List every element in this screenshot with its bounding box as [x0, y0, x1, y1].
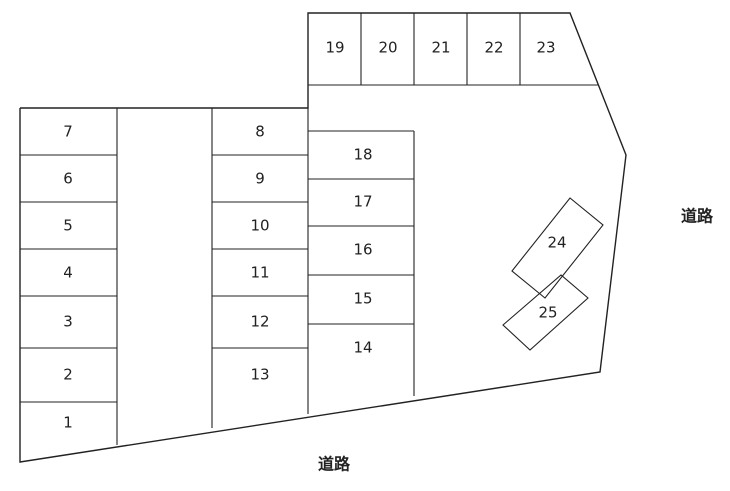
stall-8: 8 — [255, 123, 265, 141]
stall-24-outline — [511, 197, 604, 299]
lot-boundary — [19, 12, 627, 463]
stall-19: 19 — [325, 39, 344, 57]
left-column-stalls — [20, 108, 118, 445]
stall-10: 10 — [250, 217, 269, 235]
road-label-right: 道路 — [681, 207, 714, 226]
stall-17: 17 — [353, 193, 372, 211]
stall-12: 12 — [250, 313, 269, 331]
road-label-bottom: 道路 — [318, 455, 351, 474]
stall-2: 2 — [63, 366, 73, 384]
stall-18: 18 — [353, 146, 372, 164]
stall-3: 3 — [63, 313, 73, 331]
top-row-stalls — [360, 13, 521, 85]
inner-column-stalls — [308, 130, 415, 396]
stall-1: 1 — [63, 414, 73, 432]
stall-7: 7 — [63, 123, 73, 141]
stall-5: 5 — [63, 217, 73, 235]
stall-23: 23 — [536, 39, 555, 57]
stall-25: 25 — [538, 304, 557, 322]
stall-16: 16 — [353, 241, 372, 259]
middle-column-stalls — [211, 108, 309, 428]
stall-11: 11 — [250, 264, 269, 282]
stall-6: 6 — [63, 170, 73, 188]
stall-20: 20 — [378, 39, 397, 57]
stall-9: 9 — [255, 170, 265, 188]
stall-22: 22 — [484, 39, 503, 57]
stall-24: 24 — [547, 234, 566, 252]
stall-13: 13 — [250, 366, 269, 384]
stall-21: 21 — [431, 39, 450, 57]
stall-4: 4 — [63, 264, 73, 282]
stall-25-outline — [502, 274, 589, 351]
stall-14: 14 — [353, 339, 372, 357]
stall-15: 15 — [353, 290, 372, 308]
